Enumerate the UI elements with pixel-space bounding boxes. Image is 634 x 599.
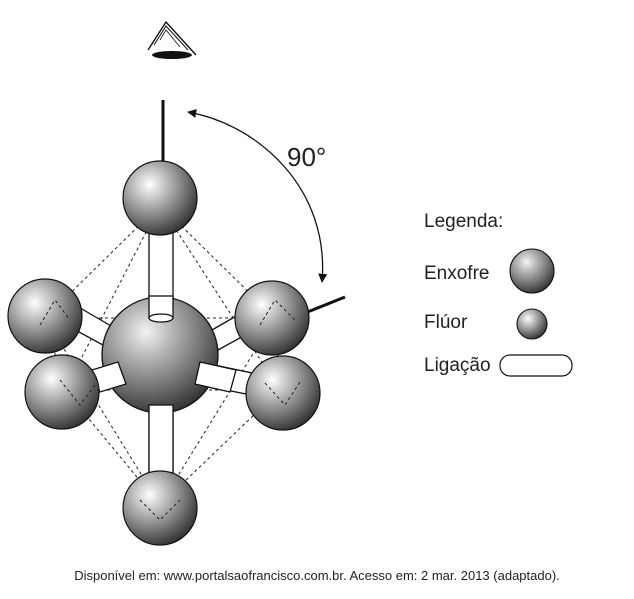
fluorine-atom-right-front xyxy=(245,355,321,431)
fluorine-atom-left-front xyxy=(24,354,100,430)
legend-sulfur-swatch xyxy=(509,248,555,294)
angle-arc xyxy=(187,108,328,283)
legend: Legenda: Enxofre Flúor Ligação xyxy=(424,211,573,377)
legend-label-bond: Ligação xyxy=(424,355,491,376)
legend-label-fluorine: Flúor xyxy=(424,312,468,333)
bond-right-lower-front xyxy=(194,361,237,393)
legend-title: Legenda: xyxy=(424,211,503,232)
octahedron-edges-front xyxy=(39,299,301,521)
fluorine-atom-left-back xyxy=(7,278,83,354)
eye-cone-icon xyxy=(147,20,197,59)
fluorine-atom-top xyxy=(122,160,198,236)
fluorine-atom-right-back xyxy=(234,280,310,356)
fluorine-atom-bottom xyxy=(122,470,198,546)
legend-bond-swatch xyxy=(499,354,573,377)
bond-bottom-front xyxy=(148,404,174,476)
angle-label: 90° xyxy=(287,142,326,172)
source-caption: Disponível em: www.portalsaofrancisco.co… xyxy=(74,568,560,583)
legend-fluorine-swatch xyxy=(516,308,548,340)
legend-label-sulfur: Enxofre xyxy=(424,263,489,284)
bond-top-front-end xyxy=(148,313,174,323)
